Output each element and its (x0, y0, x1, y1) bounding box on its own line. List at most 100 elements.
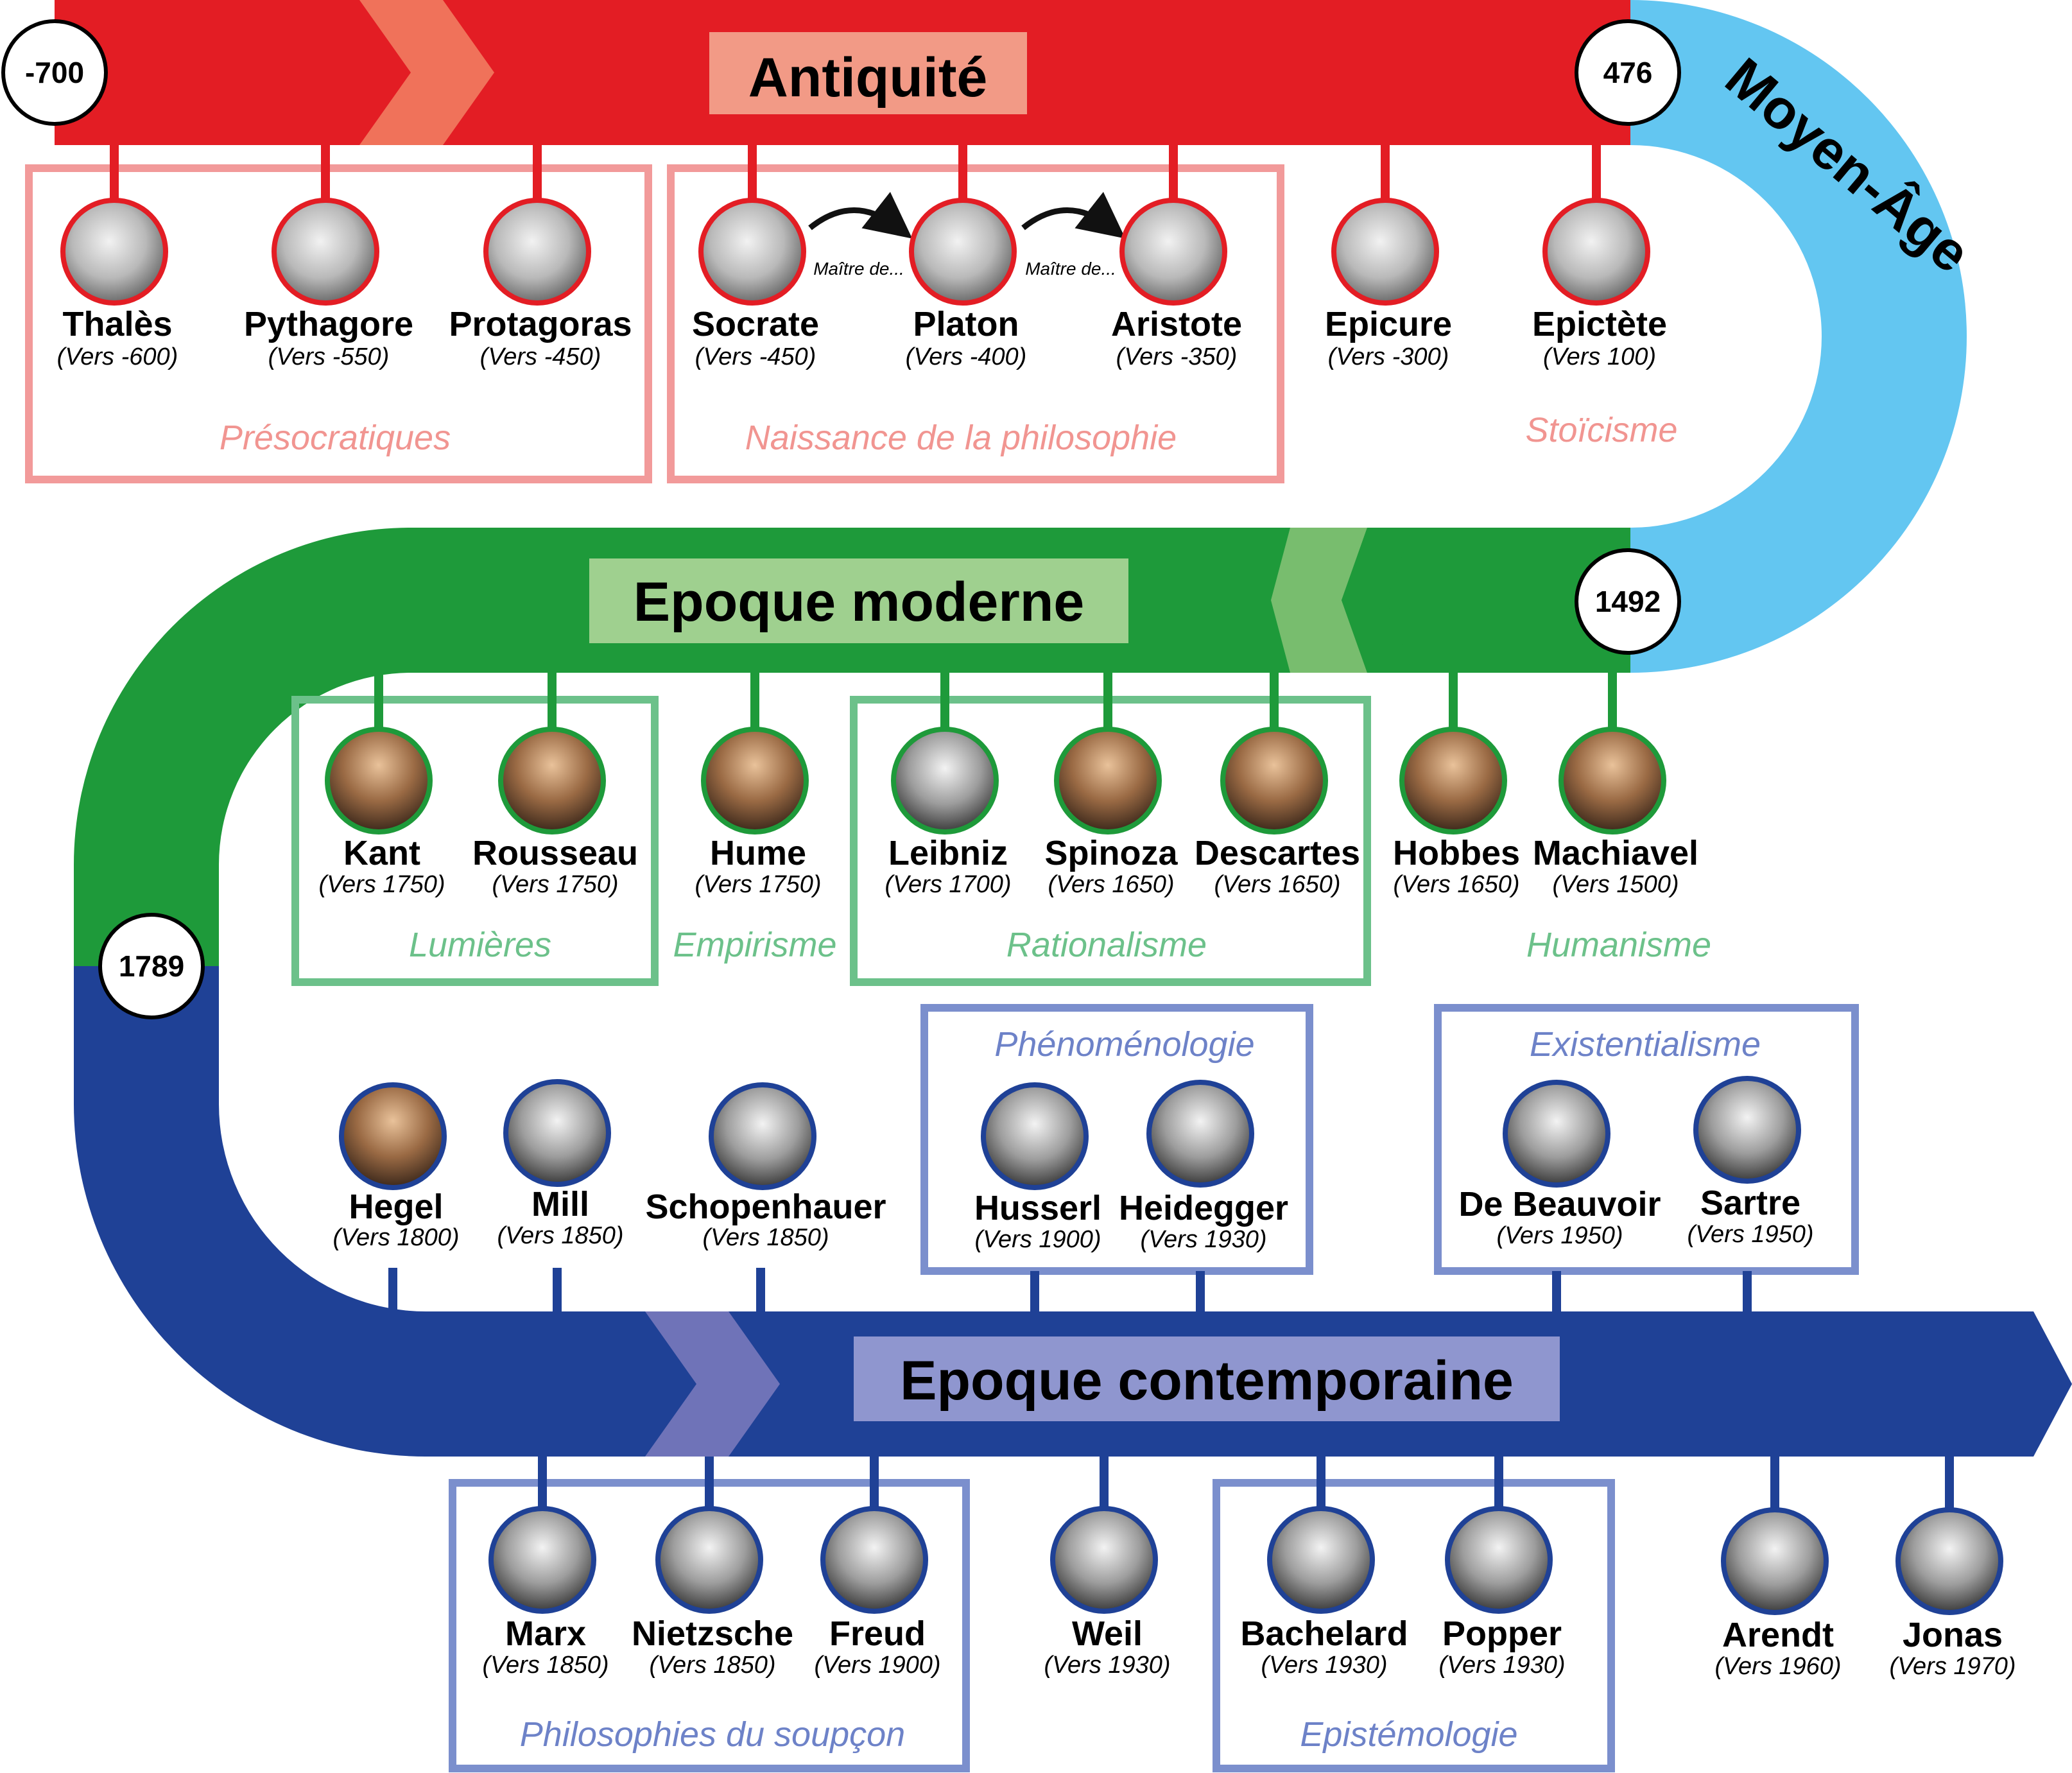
date: (Vers 1850) (482, 1652, 609, 1679)
philosopher-leibniz: Leibniz (Vers 1700) (885, 673, 1012, 898)
philosopher-spinoza: Spinoza (Vers 1650) (1044, 673, 1178, 898)
middle-ages-band (1630, 0, 1967, 673)
year-1789: 1789 (119, 949, 184, 983)
name: Popper (1442, 1614, 1562, 1653)
portrait-aristote (1119, 198, 1227, 306)
philosopher-rousseau: Rousseau (Vers 1750) (472, 673, 638, 898)
portrait-marx (488, 1506, 596, 1614)
group-stoicisme: Stoïcisme (1525, 411, 1677, 449)
portrait-leibniz (891, 727, 999, 835)
contemporary-curve (74, 966, 426, 1457)
portrait-kant (325, 727, 433, 835)
name: Hobbes (1393, 834, 1520, 872)
portrait-socrate (698, 198, 806, 306)
name: Hume (710, 834, 806, 872)
master-arrow-platon-aristote (1021, 191, 1126, 239)
name: Socrate (692, 305, 819, 343)
philosopher-protagoras: Protagoras (Vers -450) (449, 145, 632, 370)
group-epistemologie: Epistémologie (1300, 1715, 1517, 1754)
modern-chevron-notch (1342, 528, 1412, 673)
philosopher-socrate: Socrate (Vers -450) (692, 145, 819, 370)
name: Bachelard (1240, 1614, 1408, 1653)
name: Nietzsche (632, 1614, 793, 1653)
philosopher-aristote: Aristote (Vers -350) (1111, 145, 1242, 370)
date: (Vers -400) (906, 343, 1027, 370)
group-existentialisme: Existentialisme (1530, 1025, 1761, 1064)
contemporary-label: Epoque contemporaine (900, 1350, 1514, 1412)
portrait-epictete (1542, 198, 1650, 306)
name: Sartre (1700, 1184, 1800, 1222)
philosopher-heidegger: Heidegger (Vers 1930) (1119, 1080, 1288, 1311)
name: Hegel (349, 1188, 443, 1226)
philosopher-schopenhauer: Schopenhauer (Vers 1850) (645, 1082, 886, 1311)
naissance-box (667, 164, 1284, 483)
date: (Vers 1900) (974, 1226, 1101, 1253)
year-1492: 1492 (1595, 585, 1661, 618)
existentialisme-box (1434, 1004, 1859, 1275)
name: Epictète (1532, 305, 1667, 343)
philosopher-pythagore: Pythagore (Vers -550) (244, 145, 413, 370)
date: (Vers 1850) (702, 1224, 829, 1251)
name: Machiavel (1533, 834, 1698, 872)
modern-label-box (589, 558, 1128, 643)
portrait-thales (60, 198, 168, 306)
year-start: -700 (25, 56, 84, 89)
portrait-husserl (981, 1082, 1089, 1190)
philosopher-descartes: Descartes (Vers 1650) (1195, 673, 1360, 898)
philosopher-hegel: Hegel (Vers 1800) (332, 1082, 460, 1311)
philosopher-freud: Freud (Vers 1900) (814, 1457, 941, 1679)
philosopher-arendt: Arendt (Vers 1960) (1714, 1457, 1842, 1680)
name: Weil (1072, 1614, 1143, 1653)
name: Leibniz (888, 834, 1008, 872)
modern-curve (74, 528, 411, 966)
name: Descartes (1195, 834, 1360, 872)
portrait-spinoza (1054, 727, 1162, 835)
portrait-rousseau (498, 727, 606, 835)
philosopher-hobbes: Hobbes (Vers 1650) (1393, 673, 1520, 898)
group-empirisme: Empirisme (673, 926, 836, 964)
modern-chevron (1271, 528, 1367, 673)
group-phenomenologie: Phénoménologie (994, 1025, 1254, 1064)
philosopher-hume: Hume (Vers 1750) (695, 673, 822, 898)
date: (Vers -450) (695, 343, 816, 370)
philosopher-epicure: Epicure (Vers -300) (1325, 145, 1452, 370)
date: (Vers 1750) (492, 871, 618, 898)
name: Husserl (974, 1189, 1101, 1227)
philosopher-machiavel: Machiavel (Vers 1500) (1533, 673, 1698, 898)
presocratiques-box (25, 164, 652, 483)
year-marker-1492: 1492 (1575, 548, 1681, 655)
philosopher-nietzsche: Nietzsche (Vers 1850) (632, 1457, 793, 1679)
portrait-sartre (1693, 1076, 1801, 1184)
portrait-hegel (339, 1082, 447, 1190)
portrait-hume (701, 727, 809, 835)
date: (Vers 1930) (1044, 1652, 1170, 1679)
name: De Beauvoir (1458, 1185, 1661, 1224)
year-marker-476: 476 (1575, 19, 1681, 126)
portrait-epicure (1331, 198, 1439, 306)
date: (Vers -350) (1116, 343, 1238, 370)
portrait-nietzsche (655, 1506, 763, 1614)
date: (Vers 1930) (1140, 1226, 1266, 1253)
name: Marx (505, 1614, 586, 1653)
name: Freud (829, 1614, 926, 1653)
philosopher-epictete: Epictète (Vers 100) (1532, 145, 1667, 370)
group-naissance: Naissance de la philosophie (745, 419, 1177, 457)
antiquity-label: Antiquité (748, 47, 988, 108)
name: Schopenhauer (645, 1188, 886, 1226)
master-label-2: Maître de... (1025, 259, 1116, 279)
philosopher-jonas: Jonas (Vers 1970) (1889, 1457, 2016, 1680)
philosopher-bachelard: Bachelard (Vers 1930) (1240, 1457, 1408, 1679)
date: (Vers -450) (480, 343, 601, 370)
name: Jonas (1903, 1616, 2003, 1654)
year-476: 476 (1603, 56, 1653, 89)
modern-label: Epoque moderne (634, 571, 1084, 633)
date: (Vers 1930) (1438, 1652, 1565, 1679)
date: (Vers 1750) (318, 871, 445, 898)
portrait-machiavel (1558, 727, 1666, 835)
date: (Vers 100) (1543, 343, 1656, 370)
date: (Vers -600) (57, 343, 178, 370)
portrait-hobbes (1399, 727, 1507, 835)
group-soupcon: Philosophies du soupçon (520, 1715, 905, 1754)
portrait-arendt (1721, 1507, 1829, 1615)
